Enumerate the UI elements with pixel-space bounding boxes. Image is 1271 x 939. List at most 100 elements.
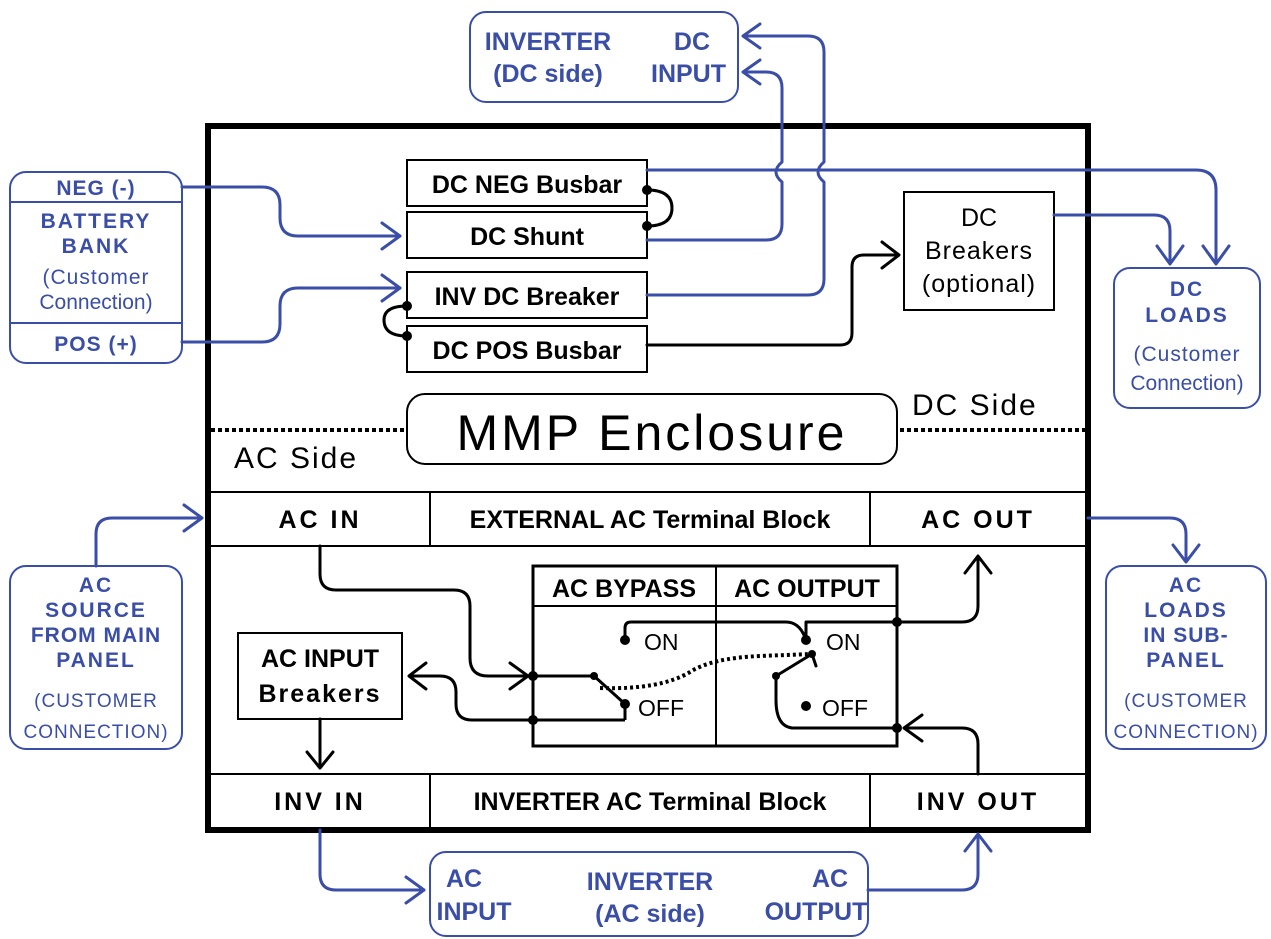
ac-source-sub-line-2: CONNECTION) — [23, 722, 168, 743]
dc-loads-neg-arrow — [1201, 244, 1231, 266]
ac-source-line-2: SOURCE — [45, 599, 147, 622]
inv-in-arrow — [305, 750, 335, 770]
battery-pos-wire — [180, 286, 402, 344]
ac-input-breakers-arrow — [407, 661, 428, 691]
inverter-ac-input-arrow — [404, 875, 426, 905]
external-ac-terminal-block: AC IN EXTERNAL AC Terminal Block AC OUT — [211, 491, 1085, 547]
ac-in-arrow — [182, 503, 204, 533]
ac-in-to-bypass-wire — [318, 544, 529, 678]
ac-loads-arrow — [1171, 543, 1201, 564]
dc-input-line-1: DC — [674, 28, 710, 56]
inv-out-label: INV OUT — [917, 788, 1039, 816]
dc-shunt-label: DC Shunt — [470, 223, 585, 251]
dc-loads-title-line-1: DC — [1170, 278, 1204, 301]
ac-bypass-header: AC BYPASS — [552, 575, 696, 603]
bypass-on-to-output-on-wire — [623, 620, 808, 642]
inverter-terminal-title: INVERTER AC Terminal Block — [474, 788, 827, 816]
bypass-switch-panel: AC BYPASS AC OUTPUT ON OFF ON OFF — [531, 564, 899, 748]
inv-in-label: INV IN — [274, 788, 366, 816]
inv-dc-breaker-label: INV DC Breaker — [435, 283, 620, 311]
dc-breakers-to-dc-loads-wire — [1052, 213, 1172, 265]
ac-source-line-4: PANEL — [56, 649, 136, 672]
shunt-to-inverter-dc-wire — [645, 70, 784, 242]
battery-pos-label: POS (+) — [54, 333, 137, 356]
inverter-dc-side-box: INVERTER (DC side) DC INPUT — [469, 11, 739, 103]
ac-out-label: AC OUT — [921, 506, 1035, 534]
neg-busbar-to-dc-loads-wire — [645, 168, 1218, 265]
inverter-ac-right-line-1: AC — [812, 865, 848, 893]
dc-neg-busbar-label: DC NEG Busbar — [432, 171, 623, 199]
dc-breakers-optional: DC Breakers (optional) — [903, 191, 1055, 311]
ac-input-breakers-line-1: AC INPUT — [261, 645, 379, 673]
ac-loads-line-1: AC — [1169, 574, 1203, 597]
battery-title-line-2: BANK — [62, 235, 131, 258]
inverter-dc-pos-arrow — [741, 22, 762, 50]
inv-dc-breaker: INV DC Breaker — [406, 271, 648, 319]
battery-title-line-1: BATTERY — [41, 210, 152, 233]
battery-neg-label: NEG (-) — [56, 177, 135, 200]
ac-side-label: AC Side — [234, 442, 358, 475]
inverter-ac-center-line-2: (AC side) — [595, 900, 705, 928]
ac-loads-sub-line-2: CONNECTION) — [1113, 722, 1258, 743]
ac-loads-box: AC LOADS IN SUB- PANEL (CUSTOMER CONNECT… — [1105, 565, 1267, 750]
battery-neg-arrow — [380, 221, 402, 251]
battery-sub-line-2: Connection) — [39, 291, 152, 314]
dc-input-line-2: INPUT — [651, 60, 726, 88]
ac-out-arrow — [963, 554, 993, 575]
external-terminal-title: EXTERNAL AC Terminal Block — [470, 506, 831, 534]
inv-out-switch-arrow — [902, 713, 924, 743]
battery-bank-box: NEG (-) BATTERY BANK (Customer Connectio… — [9, 171, 183, 364]
enclosure-title: MMP Enclosure — [457, 405, 848, 461]
inverter-ac-right-line-2: OUTPUT — [765, 898, 868, 926]
inverter-ac-left-line-1: AC — [446, 865, 482, 893]
ac-loads-line-2: LOADS — [1144, 599, 1228, 622]
inverter-ac-terminal-block: INV IN INVERTER AC Terminal Block INV OU… — [211, 773, 1085, 827]
dc-loads-sub-line-2: Connection) — [1130, 372, 1243, 395]
ac-loads-sub-line-1: (CUSTOMER — [1124, 691, 1248, 712]
battery-pos-arrow — [380, 273, 402, 303]
dc-loads-sub-line-1: (Customer — [1133, 343, 1240, 366]
dc-loads-title-line-2: LOADS — [1145, 304, 1229, 327]
ac-in-label: AC IN — [278, 506, 361, 534]
inverter-ac-left-line-2: INPUT — [437, 898, 512, 926]
dc-neg-busbar: DC NEG Busbar — [406, 159, 648, 207]
inverter-ac-output-to-inv-out-wire — [866, 834, 980, 892]
dc-pos-busbar-label: DC POS Busbar — [433, 337, 622, 365]
inverter-dc-neg-arrow — [741, 58, 762, 86]
output-off-wire — [774, 674, 899, 730]
bypass-off-label: OFF — [638, 695, 684, 721]
inverter-ac-side-box: AC INPUT INVERTER (AC side) AC OUTPUT — [429, 851, 869, 937]
ac-input-breakers-line-2: Breakers — [258, 680, 381, 708]
output-off-label: OFF — [822, 695, 868, 721]
ac-source-line-1: AC — [79, 574, 113, 597]
inverter-dc-left-line-2: (DC side) — [493, 60, 603, 88]
battery-sub-line-1: (Customer — [42, 266, 149, 289]
ac-source-to-ac-in-wire — [94, 516, 202, 568]
output-on-to-ac-out-wire — [804, 556, 980, 642]
ac-output-header: AC OUTPUT — [734, 575, 880, 603]
inv-breaker-to-inverter-dc-wire — [645, 34, 826, 297]
dc-breakers-line-2: Breakers — [925, 237, 1033, 265]
dc-breakers-line-1: DC — [961, 204, 997, 232]
inv-out-arrow — [963, 832, 993, 853]
ac-out-to-ac-loads-wire — [1086, 516, 1188, 562]
inv-in-to-inverter-ac-input-wire — [318, 828, 424, 892]
ac-loads-line-3: IN SUB- — [1143, 624, 1228, 647]
battery-neg-wire — [180, 185, 402, 238]
inverter-ac-center-line-1: INVERTER — [587, 868, 713, 896]
dc-shunt: DC Shunt — [406, 211, 648, 259]
ac-source-sub-line-1: (CUSTOMER — [34, 691, 158, 712]
ac-source-line-3: FROM MAIN — [31, 624, 161, 647]
inverter-dc-left-line-1: INVERTER — [485, 28, 611, 56]
pos-busbar-to-dc-breakers-wire — [645, 253, 899, 347]
ac-loads-line-4: PANEL — [1146, 649, 1226, 672]
output-off-contact — [801, 701, 811, 711]
dc-breakers-line-3: (optional) — [922, 270, 1036, 298]
mmp-enclosure-frame — [205, 123, 1091, 833]
switch-interlock — [599, 652, 813, 691]
dc-loads-box: DC LOADS (Customer Connection) — [1113, 267, 1261, 409]
enclosure-title-box — [406, 393, 898, 465]
dc-pos-busbar: DC POS Busbar — [406, 325, 648, 373]
neg-busbar-shunt-jumper — [645, 188, 674, 228]
